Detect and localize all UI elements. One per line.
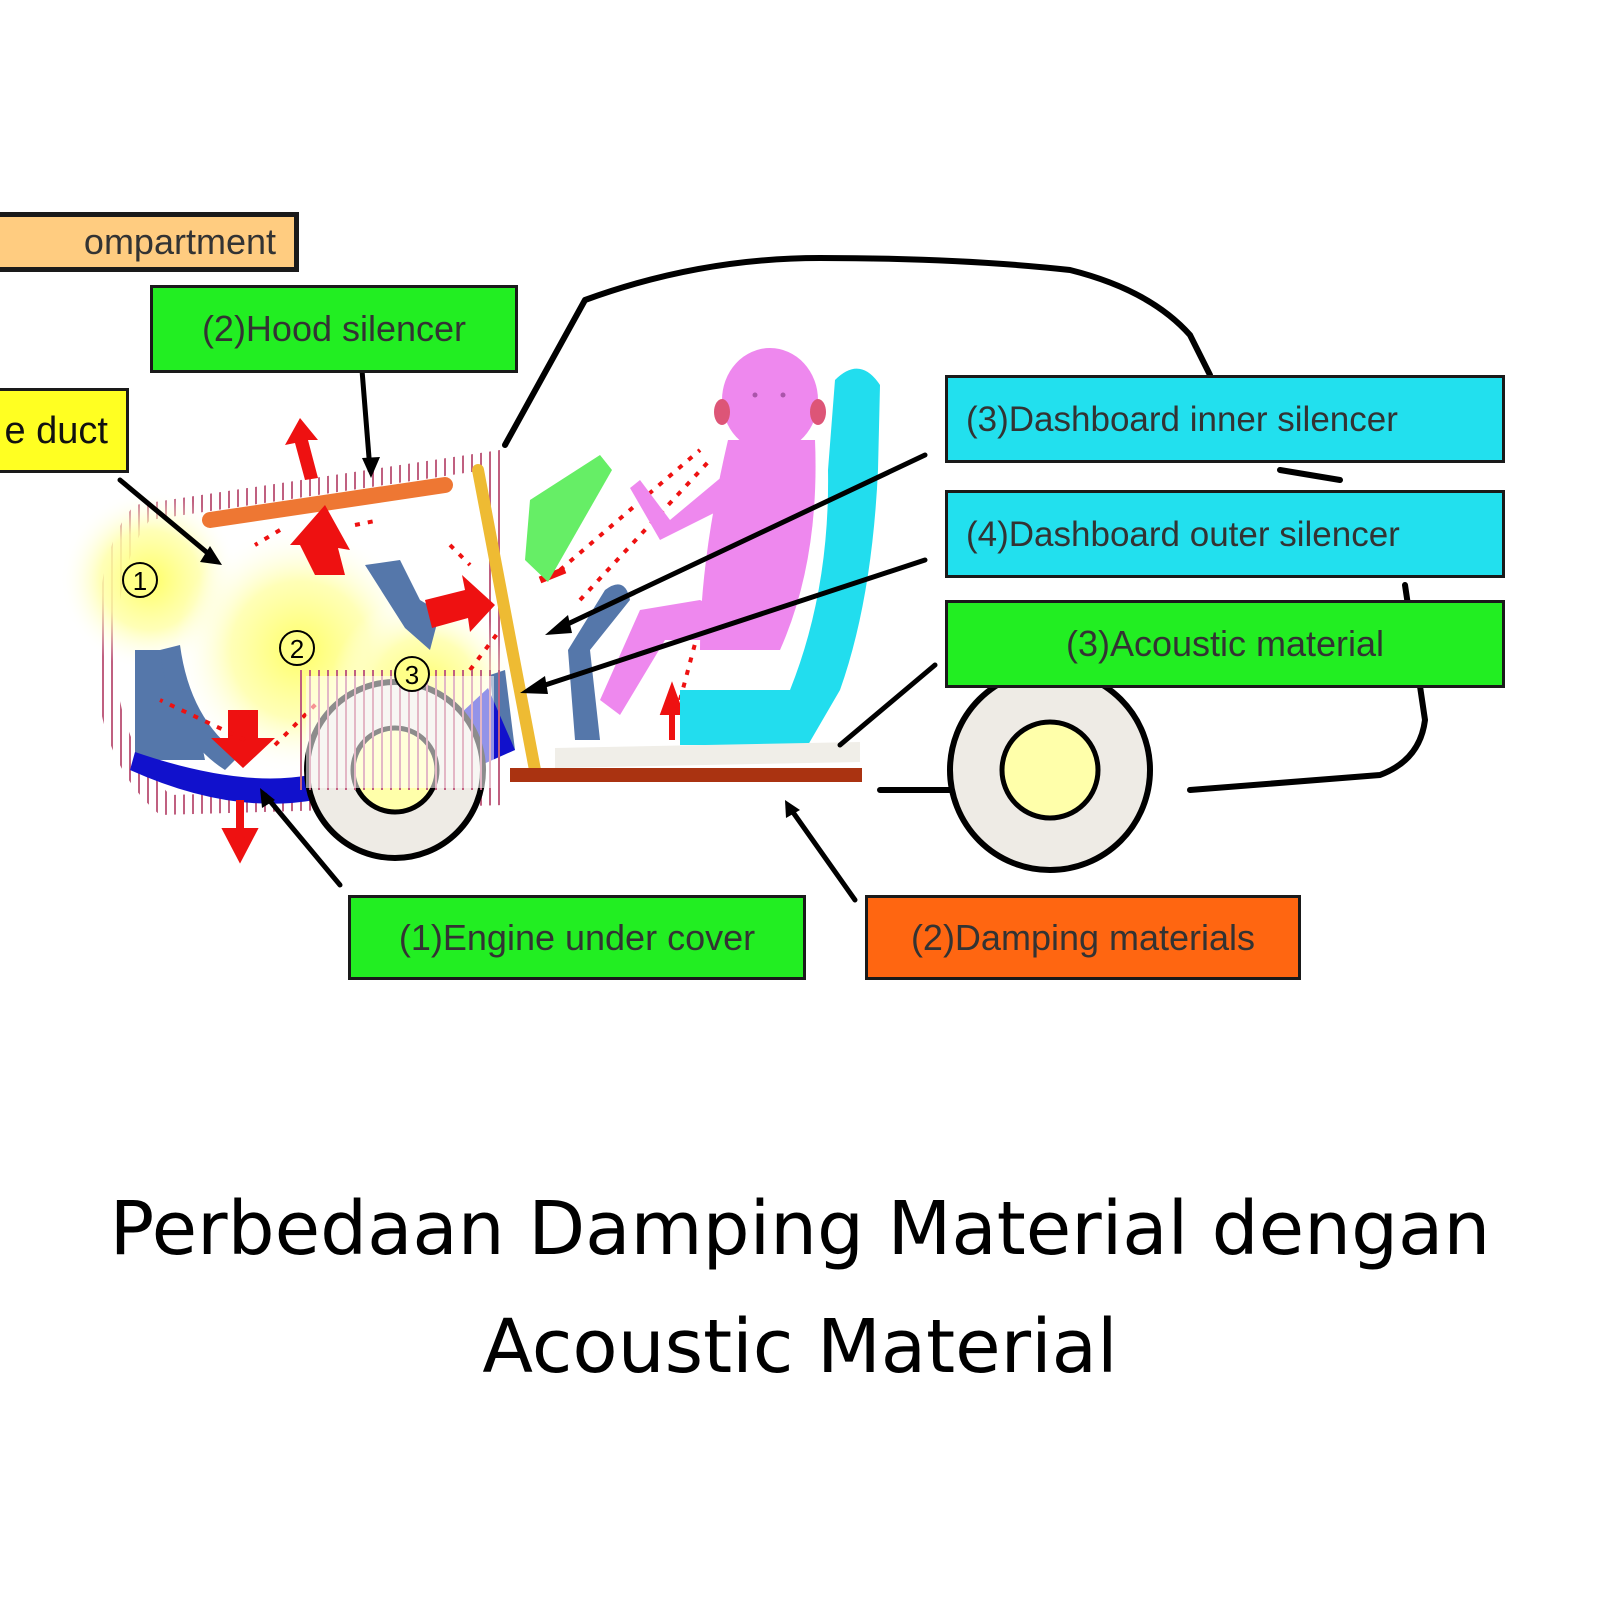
marker-3: 3 bbox=[394, 656, 430, 692]
label-compartment: ompartment bbox=[0, 212, 299, 272]
arrow-right bbox=[425, 575, 495, 632]
arrow-big-up bbox=[290, 505, 350, 575]
hood-silencer-strip bbox=[202, 477, 453, 528]
marker-1-text: 1 bbox=[133, 566, 147, 596]
rear-wheel bbox=[947, 667, 1153, 873]
marker-2: 2 bbox=[279, 630, 315, 666]
arrowhead-dash-inner bbox=[545, 615, 572, 635]
occupant-leg bbox=[600, 600, 780, 715]
engine-under-cover bbox=[130, 752, 315, 804]
label-hood-silencer: (2)Hood silencer bbox=[150, 285, 518, 373]
arrowhead-duct bbox=[200, 546, 222, 565]
leader-damping bbox=[787, 805, 858, 903]
occupant-figure bbox=[600, 348, 826, 715]
arrow-floor-up bbox=[659, 681, 685, 740]
marker-2-text: 2 bbox=[290, 634, 304, 664]
steering-wheel bbox=[525, 455, 612, 582]
label-dashboard-outer-silencer: (4)Dashboard outer silencer bbox=[945, 490, 1505, 578]
marker-3-text: 3 bbox=[405, 660, 419, 690]
front-wheel bbox=[300, 670, 500, 861]
damping-material-strip bbox=[510, 768, 862, 782]
leader-duct bbox=[117, 477, 213, 558]
seat bbox=[680, 368, 880, 745]
label-duct: e duct bbox=[0, 388, 129, 473]
leader-engine-cover bbox=[262, 792, 343, 888]
arrowhead-dash-outer bbox=[520, 676, 548, 694]
caption-line-1: Perbedaan Damping Material dengan bbox=[109, 1186, 1491, 1272]
occupant-ear-left bbox=[714, 399, 730, 425]
arrowhead-engine-cover bbox=[260, 788, 275, 808]
leader-lines bbox=[117, 367, 938, 903]
arrowhead-damping bbox=[785, 800, 800, 818]
leader-hood bbox=[359, 367, 373, 473]
leader-dash-outer bbox=[527, 557, 928, 693]
occupant-head bbox=[722, 348, 818, 452]
arrow-out-bottom bbox=[221, 800, 259, 864]
occupant-arm bbox=[630, 470, 740, 540]
caption: Perbedaan Damping Material dengan Acoust… bbox=[0, 1170, 1600, 1406]
front-wheel-mask-inner bbox=[306, 676, 494, 788]
label-engine-under-cover: (1)Engine under cover bbox=[348, 895, 806, 980]
marker-1: 1 bbox=[122, 562, 158, 598]
car-body-outline bbox=[502, 255, 1428, 793]
occupant-eye-right bbox=[780, 392, 786, 398]
label-dashboard-inner-silencer: (3)Dashboard inner silencer bbox=[945, 375, 1505, 463]
leader-dash-inner bbox=[552, 452, 928, 633]
label-acoustic-material: (3)Acoustic material bbox=[945, 600, 1505, 688]
occupant-eye-left bbox=[752, 392, 758, 398]
caption-line-2: Acoustic Material bbox=[482, 1304, 1118, 1390]
engine-part-mid bbox=[365, 560, 440, 650]
label-damping-materials: (2)Damping materials bbox=[865, 895, 1301, 980]
occupant-ear-right bbox=[810, 399, 826, 425]
arrowhead-hood bbox=[362, 457, 380, 478]
arrow-up-hood bbox=[285, 418, 318, 480]
steering-column bbox=[568, 584, 630, 740]
rear-wheel-hub bbox=[999, 719, 1101, 821]
leader-acoustic bbox=[837, 662, 938, 748]
dashboard-panel bbox=[472, 464, 541, 776]
floor-panel bbox=[555, 742, 860, 768]
